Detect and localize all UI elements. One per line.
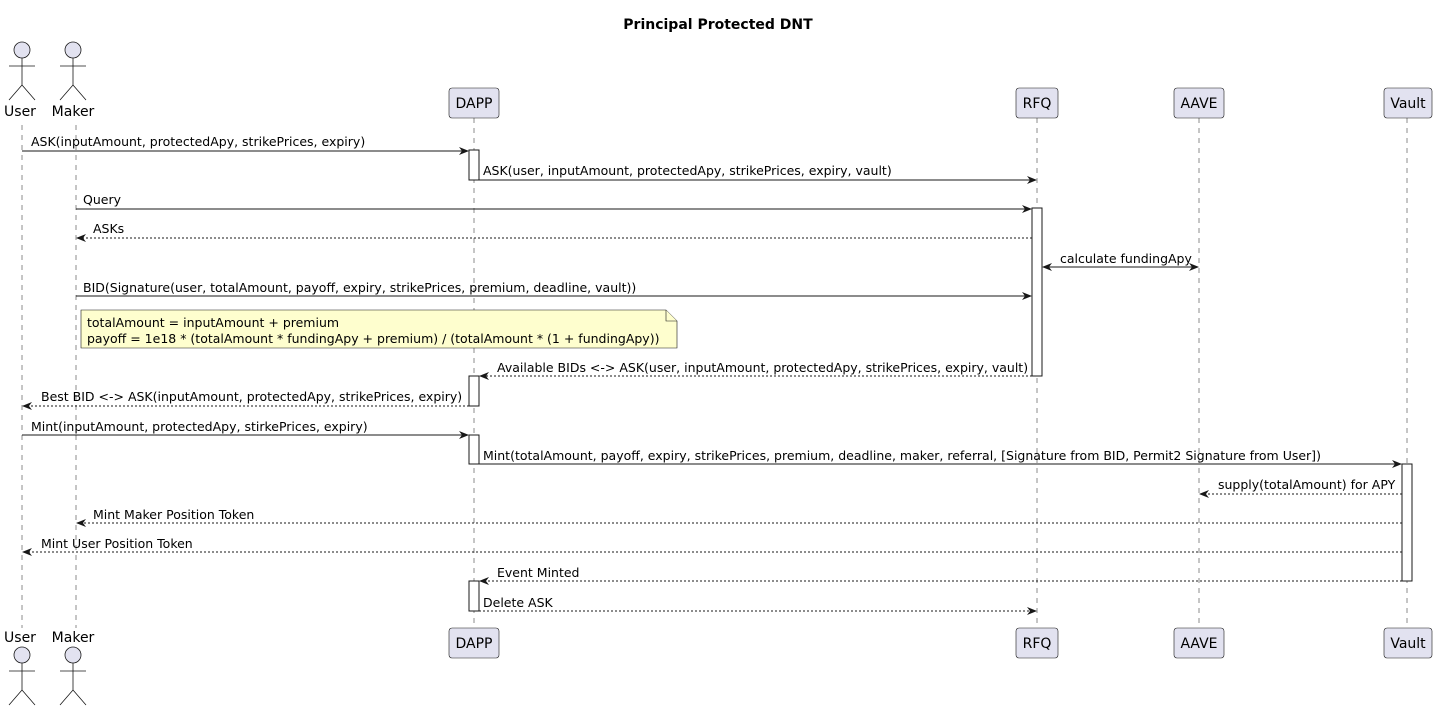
diagram-title: Principal Protected DNT (623, 17, 813, 33)
message-15: Delete ASK (479, 595, 1037, 615)
participant-dapp-label: DAPP (456, 96, 493, 112)
message-13: Mint User Position Token (22, 536, 1402, 556)
participant-vault-label-bottom: Vault (1390, 636, 1426, 652)
participant-aave-label: AAVE (1180, 96, 1217, 112)
participant-aave-bottom: AAVE (1173, 627, 1225, 659)
message-5: calculate fundingApy (1042, 251, 1199, 271)
message-label: Delete ASK (483, 595, 554, 610)
activation-dapp-3 (468, 434, 480, 465)
message-label: ASK(user, inputAmount, protectedApy, str… (483, 163, 892, 178)
message-8: Best BID <-> ASK(inputAmount, protectedA… (22, 389, 469, 410)
message-6: BID(Signature(user, totalAmount, payoff,… (76, 280, 1032, 300)
message-label: ASKs (93, 221, 124, 236)
note-line-1: totalAmount = inputAmount + premium (87, 315, 339, 330)
actor-maker-bottom: Maker (52, 630, 95, 706)
activation-dapp-1 (468, 149, 480, 181)
activation-dapp-4 (468, 580, 480, 612)
actor-user-label-bottom: User (4, 630, 36, 646)
message-4: ASKs (76, 221, 1032, 242)
message-14: Event Minted (479, 565, 1402, 585)
message-label: Mint User Position Token (41, 536, 193, 551)
message-label: Mint Maker Position Token (93, 507, 254, 522)
message-label: Mint(totalAmount, payoff, expiry, strike… (483, 448, 1321, 463)
actor-maker-label-bottom: Maker (52, 630, 95, 646)
activation-dapp-2 (468, 375, 480, 407)
participant-dapp-bottom: DAPP (448, 627, 500, 659)
message-12: Mint Maker Position Token (76, 507, 1402, 527)
activation-rfq (1031, 207, 1043, 377)
activation-vault (1401, 463, 1413, 582)
participant-vault-top: Vault (1383, 87, 1433, 119)
message-label: ASK(inputAmount, protectedApy, strikePri… (31, 134, 365, 149)
participant-vault-bottom: Vault (1383, 627, 1433, 659)
participant-dapp-top: DAPP (448, 87, 500, 119)
participant-aave-label-bottom: AAVE (1180, 636, 1217, 652)
message-label: calculate fundingApy (1060, 251, 1192, 266)
actor-user-bottom: User (4, 630, 36, 706)
message-label: supply(totalAmount) for APY (1218, 477, 1396, 492)
message-11: supply(totalAmount) for APY (1199, 477, 1402, 498)
message-7: Available BIDs <-> ASK(user, inputAmount… (479, 360, 1032, 380)
actor-user-top: User (4, 41, 36, 120)
message-label: Mint(inputAmount, protectedApy, stirkePr… (31, 419, 368, 434)
message-1: ASK(inputAmount, protectedApy, strikePri… (22, 134, 469, 155)
message-9: Mint(inputAmount, protectedApy, stirkePr… (22, 419, 469, 439)
message-label: BID(Signature(user, totalAmount, payoff,… (83, 280, 636, 295)
participant-rfq-label-bottom: RFQ (1023, 636, 1052, 652)
actor-user-label: User (4, 104, 36, 120)
participant-rfq-top: RFQ (1015, 87, 1059, 119)
message-label: Event Minted (497, 565, 580, 580)
formula-note: totalAmount = inputAmount + premium payo… (80, 309, 678, 349)
note-line-2: payoff = 1e18 * (totalAmount * fundingAp… (87, 331, 659, 346)
participant-rfq-bottom: RFQ (1015, 627, 1059, 659)
message-3: Query (76, 192, 1032, 213)
message-label: Available BIDs <-> ASK(user, inputAmount… (497, 360, 1028, 375)
message-10: Mint(totalAmount, payoff, expiry, strike… (479, 448, 1402, 468)
actor-maker-label: Maker (52, 104, 95, 120)
participant-vault-label: Vault (1390, 96, 1426, 112)
message-2: ASK(user, inputAmount, protectedApy, str… (479, 163, 1037, 184)
participant-aave-top: AAVE (1173, 87, 1225, 119)
actor-maker-top: Maker (52, 41, 95, 120)
message-label: Query (83, 192, 122, 207)
participant-dapp-label-bottom: DAPP (456, 636, 493, 652)
message-label: Best BID <-> ASK(inputAmount, protectedA… (41, 389, 462, 404)
participant-rfq-label: RFQ (1023, 96, 1052, 112)
